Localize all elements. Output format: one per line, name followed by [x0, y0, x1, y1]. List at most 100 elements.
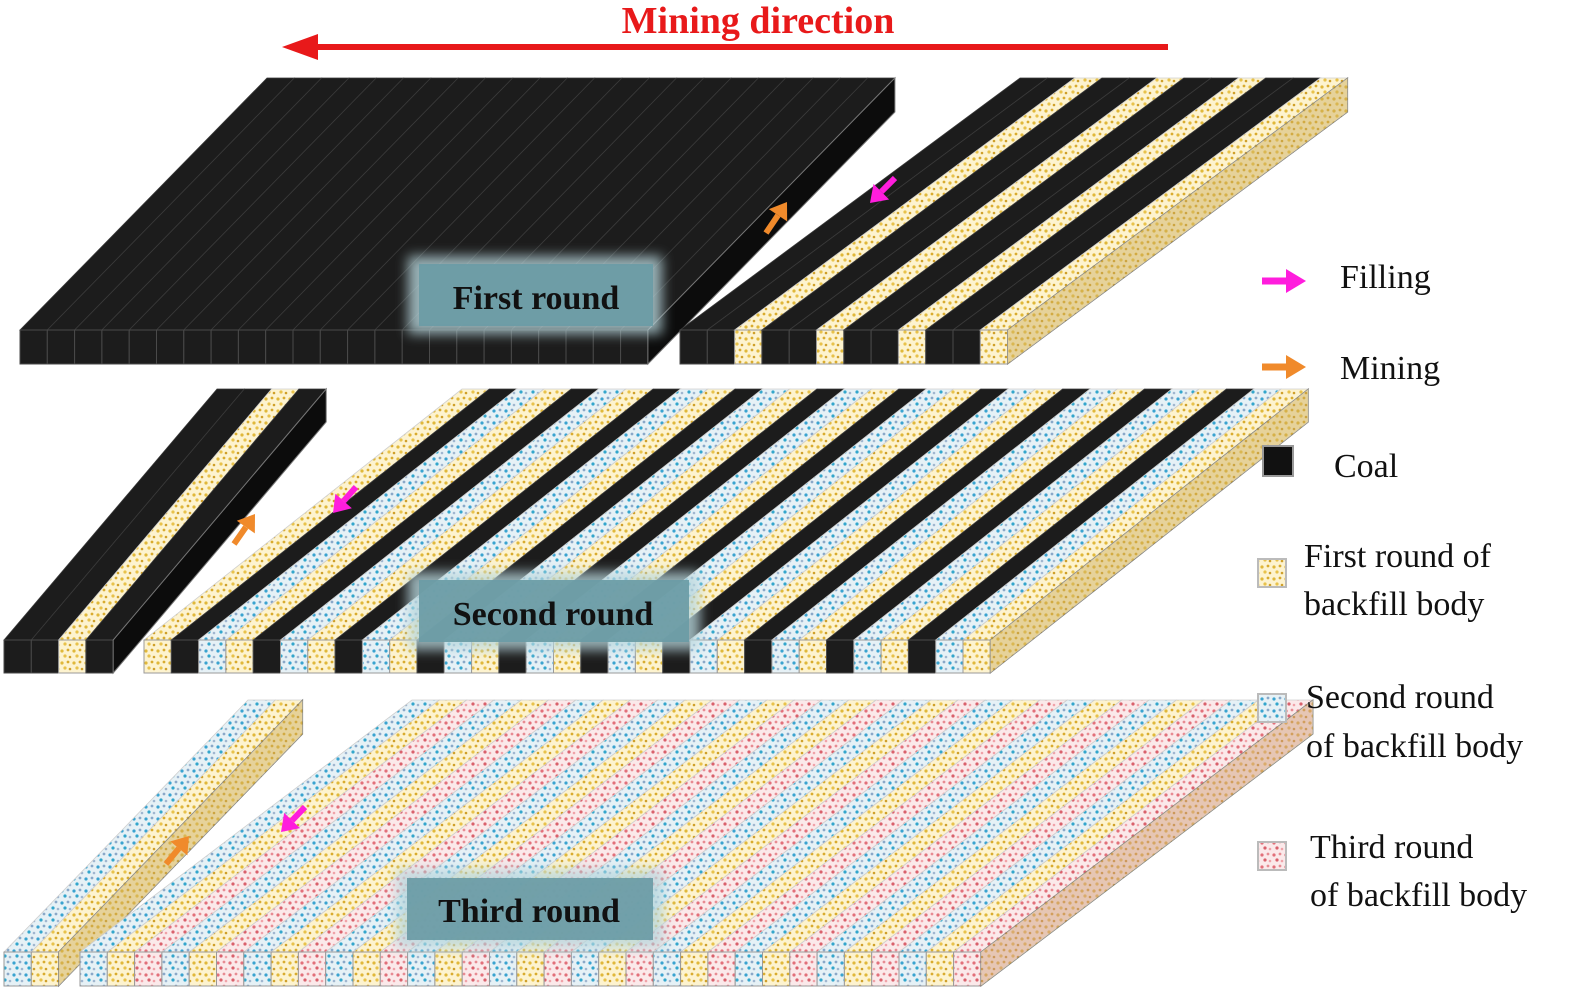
strip-front	[680, 951, 709, 987]
first-backfill-legend-item: First round of backfill body	[1257, 538, 1492, 623]
strip-front	[352, 951, 381, 987]
third-round-label-box: Third round	[396, 869, 664, 949]
strip-front	[161, 951, 190, 987]
strip-front	[734, 951, 764, 987]
orange-arrow-icon	[1262, 355, 1306, 379]
strip-front	[853, 639, 882, 674]
strip-front	[347, 329, 376, 365]
mining-label: Mining	[1340, 350, 1440, 387]
block-side-texture	[1007, 78, 1348, 364]
strip-front	[237, 329, 267, 365]
mining-legend-item: Mining	[1262, 350, 1440, 387]
strip-front	[516, 951, 545, 987]
strip-front	[280, 639, 309, 674]
strip-front	[319, 329, 349, 365]
strip-front	[952, 329, 981, 365]
third-backfill-legend-item: Third round of backfill body	[1257, 829, 1527, 914]
first-backfill-label-line2: backfill body	[1304, 586, 1484, 623]
strip-front	[297, 951, 327, 987]
strip-front	[538, 329, 567, 365]
strip-front	[170, 639, 200, 674]
block-side-texture	[980, 700, 1313, 986]
strip-front	[292, 329, 321, 365]
strip-front	[798, 639, 828, 674]
strip-front	[652, 951, 682, 987]
strip-front	[706, 329, 736, 365]
strip-front	[925, 329, 954, 365]
strip-front	[3, 639, 32, 674]
strip-front	[79, 951, 108, 987]
strip-front	[101, 329, 130, 365]
block-side-texture	[990, 389, 1309, 673]
strip-front	[679, 329, 708, 365]
coal-label: Coal	[1334, 448, 1398, 485]
strip-front	[156, 329, 185, 365]
strip-front	[198, 639, 227, 674]
strip-front	[265, 329, 294, 365]
strip-front	[762, 951, 791, 987]
strip-front	[510, 329, 540, 365]
first-round-label: First round	[453, 280, 620, 317]
filling-arrow-icon	[870, 175, 898, 203]
strip-front	[592, 329, 622, 365]
strip-front	[210, 329, 239, 365]
layers	[3, 76, 1349, 988]
strip-front	[598, 951, 627, 987]
strip-front	[953, 951, 982, 987]
strip-front	[543, 951, 572, 987]
first-backfill-label-line1: First round of	[1304, 538, 1492, 575]
magenta-arrow-icon	[1262, 269, 1306, 293]
third-round-label: Third round	[438, 893, 620, 930]
strip-front	[771, 639, 800, 674]
strip-front	[761, 329, 790, 365]
mining-arrow-icon	[231, 514, 255, 546]
strip-front	[625, 951, 654, 987]
strip-front	[325, 951, 354, 987]
strip-front	[243, 951, 272, 987]
strip-front	[3, 951, 32, 987]
first-round-label-box: First round	[408, 256, 662, 334]
strip-front	[334, 639, 363, 674]
strip-front	[897, 329, 927, 365]
strip-front	[707, 951, 736, 987]
strip-front	[816, 951, 845, 987]
mining-arrow-icon	[163, 836, 189, 866]
strip-front	[46, 329, 76, 365]
third-backfill-label-line1: Third round	[1310, 829, 1473, 866]
strip-front	[461, 951, 491, 987]
legend: Filling Mining Coal First round of backf…	[1257, 259, 1527, 914]
strip-front	[898, 951, 927, 987]
second-backfill-swatch-icon	[1257, 693, 1287, 723]
strip-front	[620, 329, 649, 365]
strip-front	[401, 329, 431, 365]
strip-front	[58, 639, 87, 674]
second-round-label: Second round	[453, 596, 654, 633]
strip-front	[252, 639, 281, 674]
strip-front	[30, 639, 60, 674]
filling-legend-item: Filling	[1262, 259, 1431, 296]
strip-front	[843, 951, 873, 987]
strip-front	[570, 951, 600, 987]
strip-front	[880, 639, 909, 674]
strip-front	[434, 951, 463, 987]
strip-front	[565, 329, 594, 365]
strip-front	[379, 951, 409, 987]
mining-arrow-icon	[763, 202, 788, 235]
strip-front	[843, 329, 872, 365]
strip-front	[483, 329, 512, 365]
strip-front	[871, 951, 900, 987]
strip-front	[456, 329, 485, 365]
strip-front	[962, 639, 991, 674]
layer2-left-block	[3, 387, 328, 675]
strip-front	[361, 639, 391, 674]
first-backfill-swatch-icon	[1257, 558, 1287, 588]
strip-front	[143, 639, 172, 674]
strip-front	[19, 329, 48, 365]
strip-front	[74, 329, 103, 365]
strip-front	[907, 639, 937, 674]
strip-front	[789, 951, 818, 987]
strip-front	[30, 951, 60, 987]
strip-front	[85, 639, 114, 674]
filling-label: Filling	[1340, 259, 1431, 296]
